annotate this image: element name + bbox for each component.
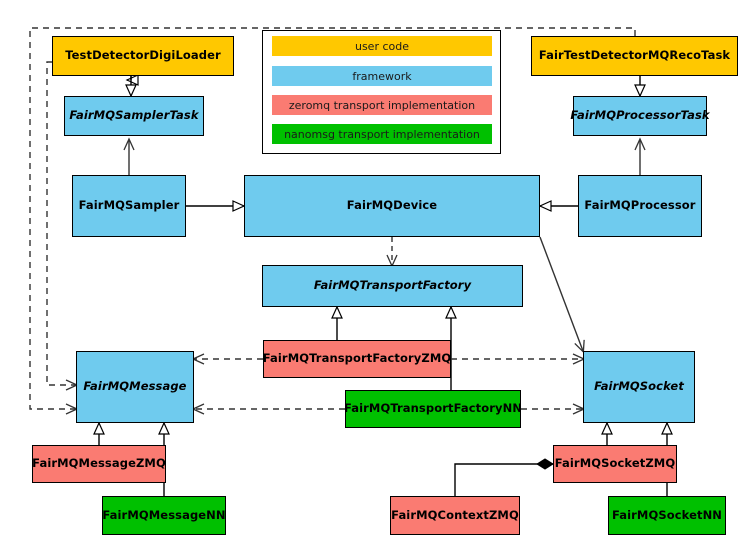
node-fairmqmessagezmq[interactable]: FairMQMessageZMQ — [32, 445, 166, 483]
node-label: FairMQSampler — [78, 198, 180, 213]
legend-item-framework: framework — [272, 66, 492, 86]
node-label: FairMQSocketNN — [611, 507, 723, 522]
node-fairmqmessage[interactable]: FairMQMessage — [76, 351, 194, 423]
node-fairmqprocessortask[interactable]: FairMQProcessorTask — [570, 96, 710, 136]
node-fairmqprocessor[interactable]: FairMQProcessor — [578, 175, 702, 237]
legend-label: zeromq transport implementation — [288, 98, 476, 112]
node-label: FairMQSocketZMQ — [554, 456, 676, 471]
node-label: FairMQSamplerTask — [69, 108, 199, 123]
node-label: FairMQTransportFactoryNN — [343, 401, 523, 416]
legend-label: user code — [354, 39, 410, 53]
node-fairmqdevice[interactable]: FairMQDevice — [244, 175, 540, 237]
legend-item-zeromq: zeromq transport implementation — [272, 95, 492, 115]
node-fairmqtransportfactorynn[interactable]: FairMQTransportFactoryNN — [343, 390, 523, 428]
node-label: TestDetectorDigiLoader — [65, 48, 221, 63]
node-fairmqsamplertask[interactable]: FairMQSamplerTask — [64, 96, 204, 136]
legend-item-user-code: user code — [272, 36, 492, 56]
node-fairmqsocket[interactable]: FairMQSocket — [583, 351, 695, 423]
node-fairmqsocketzmq[interactable]: FairMQSocketZMQ — [553, 445, 677, 483]
node-label: FairMQProcessorTask — [570, 108, 710, 123]
edge-comp-context-socketzmq — [454, 458, 554, 496]
node-fairmqsampler[interactable]: FairMQSampler — [72, 175, 186, 237]
node-label: FairMQProcessor — [584, 198, 696, 213]
node-label: FairMQTransportFactory — [313, 278, 472, 293]
node-label: FairTestDetectorMQRecoTask — [538, 48, 731, 63]
node-label: FairMQContextZMQ — [391, 507, 519, 522]
node-fairtestdetectormqrecotask[interactable]: FairTestDetectorMQRecoTask — [531, 36, 738, 76]
node-label: FairMQTransportFactoryZMQ — [262, 351, 452, 366]
node-fairmqsocketnn[interactable]: FairMQSocketNN — [608, 496, 726, 535]
legend-label: nanomsg transport implementation — [284, 127, 480, 141]
edge-assoc-device-socket — [539, 236, 585, 354]
node-label: FairMQSocket — [594, 379, 684, 394]
node-fairmqcontextzmq[interactable]: FairMQContextZMQ — [390, 496, 520, 535]
node-label: FairMQMessageZMQ — [32, 456, 166, 471]
node-fairmqtransportfactory[interactable]: FairMQTransportFactory — [262, 265, 523, 307]
legend-label: framework — [352, 69, 412, 83]
node-fairmqmessagenn[interactable]: FairMQMessageNN — [102, 496, 226, 535]
node-label: FairMQDevice — [346, 198, 438, 213]
node-label: FairMQMessage — [83, 379, 187, 394]
legend-item-nanomsg: nanomsg transport implementation — [272, 124, 492, 144]
node-testdetectordigiloader[interactable]: TestDetectorDigiLoader — [52, 36, 234, 76]
node-fairmqtransportfactoryzmq[interactable]: FairMQTransportFactoryZMQ — [263, 340, 451, 378]
node-label: FairMQMessageNN — [102, 507, 226, 522]
